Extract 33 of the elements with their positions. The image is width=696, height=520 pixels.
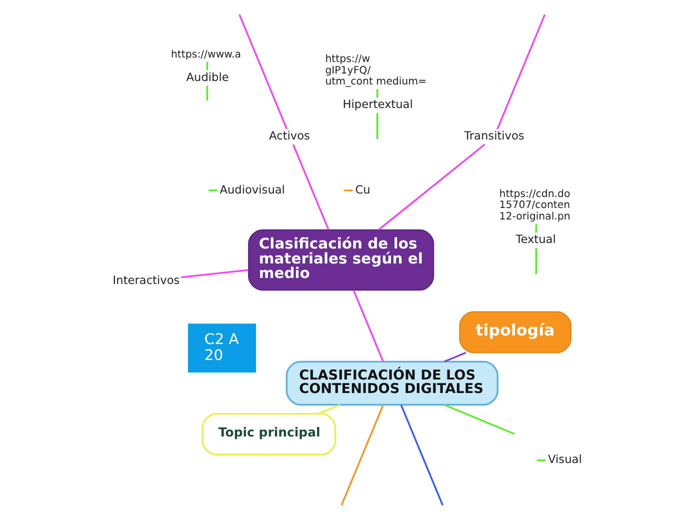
connector <box>340 404 384 506</box>
node-box: Topic principal <box>202 412 336 456</box>
connector <box>206 86 208 100</box>
node-text: Audible <box>186 70 229 84</box>
connector <box>208 190 218 192</box>
node-text: Cu <box>355 182 370 196</box>
node-text: https://cdn.do 15707/conten 12-original.pn <box>499 188 570 223</box>
connector <box>444 352 466 362</box>
node-text: Textual <box>516 232 556 246</box>
connector <box>238 14 288 130</box>
connector <box>378 144 486 231</box>
node-text: Activos <box>269 128 310 143</box>
connector <box>496 14 546 130</box>
node-text: Hipertextual <box>342 97 413 112</box>
node-text: https://www.a <box>170 49 242 60</box>
node-box: C2 A 20 <box>188 324 256 372</box>
connector <box>180 269 249 278</box>
node-text: Interactivos <box>112 272 180 287</box>
node-text: Audiovisual <box>220 182 285 196</box>
node-text: Visual <box>548 452 582 466</box>
connector <box>535 248 537 274</box>
connector <box>344 190 353 192</box>
node-text: https://w gIP1yFQ/ utm_cont medium= <box>325 54 427 88</box>
connector <box>318 404 340 414</box>
node-text: Transitivos <box>464 128 524 143</box>
connector <box>444 404 515 435</box>
node-box: Clasificación de los materiales según el medio <box>248 229 434 291</box>
node-box: CLASIFICACIÓN DE LOS CONTENIDOS DIGITALES <box>286 360 498 406</box>
connector <box>400 404 444 506</box>
node-box: tipología <box>459 311 572 354</box>
connector <box>352 290 384 362</box>
connector <box>376 113 378 140</box>
connector <box>292 144 330 230</box>
